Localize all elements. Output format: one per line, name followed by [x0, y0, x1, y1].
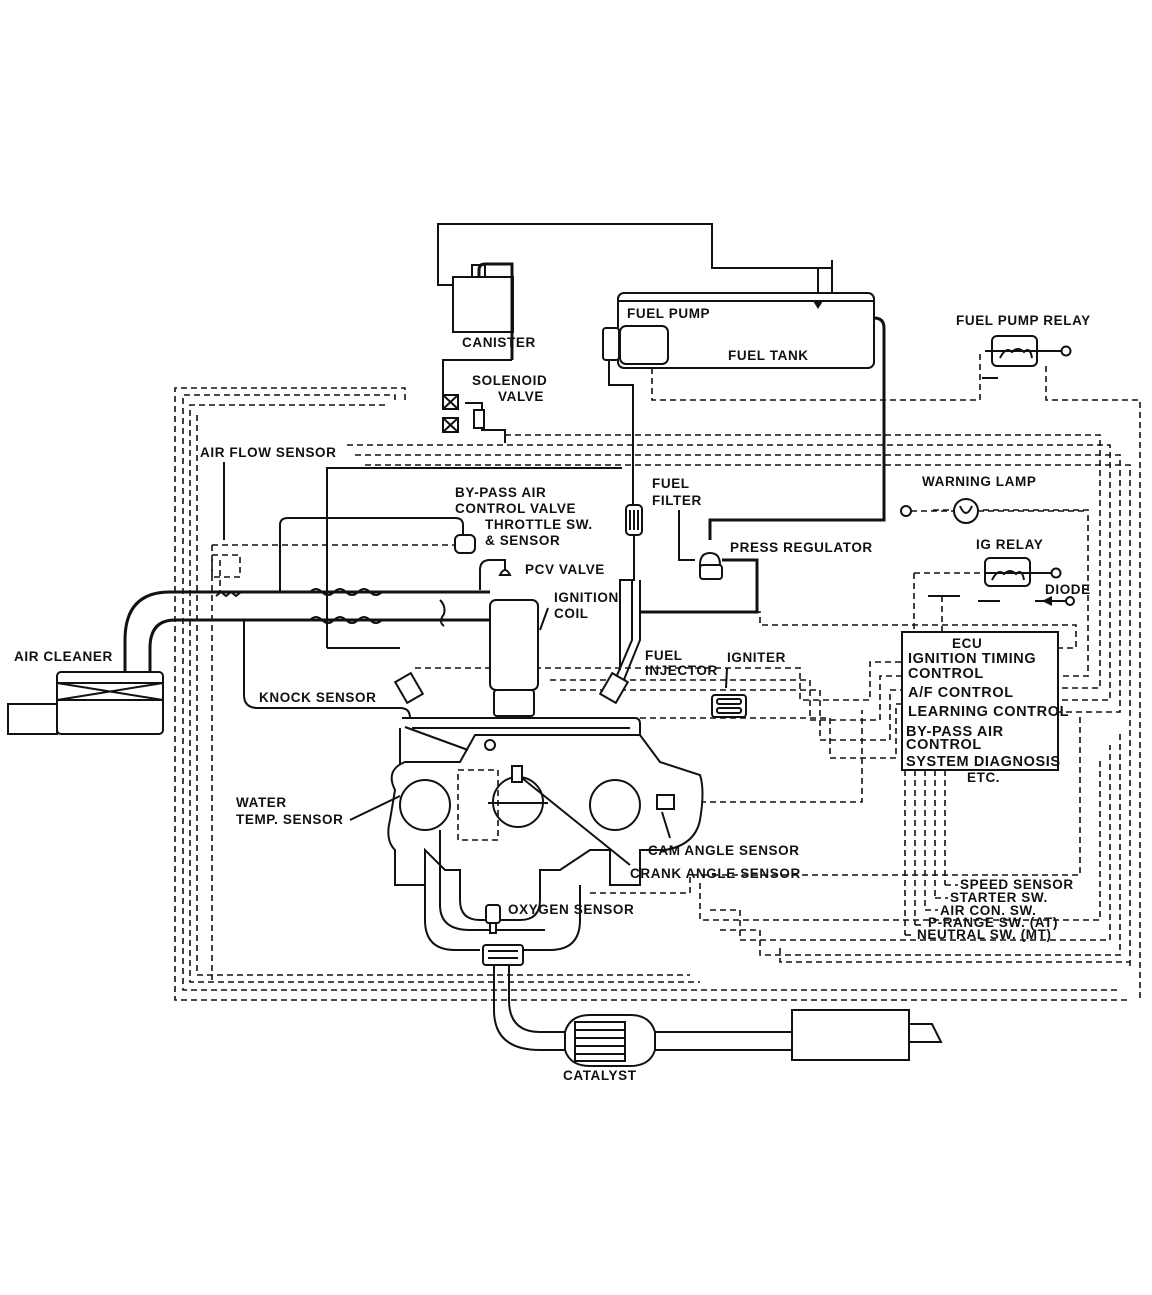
ecu-function-etc: ETC.: [967, 770, 1000, 785]
wiring-harness: [174, 387, 1131, 1001]
ignition-coil-label-1: IGNITION: [554, 590, 619, 605]
warning-lamp: WARNING LAMP: [900, 474, 1087, 524]
ecu-function: LEARNING CONTROL: [908, 704, 1069, 720]
air-cleaner-label: AIR CLEANER: [14, 649, 113, 664]
solenoid-valve-label-1: SOLENOID: [472, 373, 547, 388]
ecu-function: SYSTEM DIAGNOSIS: [906, 754, 1061, 770]
air-flow-sensor-label: AIR FLOW SENSOR: [200, 445, 337, 460]
ecu-input: STARTER SW.: [950, 890, 1048, 905]
engine-block: KNOCK SENSOR WATER TEMP. SENSOR CAM ANGL…: [236, 690, 801, 921]
ecu-inputs: SPEED SENSOR STARTER SW. AIR CON. SW. P-…: [905, 877, 1074, 942]
ecu-input: P-RANGE SW. (AT): [928, 915, 1058, 930]
fuel-injector-label-2: INJECTOR: [645, 663, 718, 678]
ecu-box: ECU IGNITION TIMING CONTROL A/F CONTROL …: [901, 631, 1069, 785]
ecu-title: ECU: [952, 636, 982, 651]
evap-line: [437, 223, 833, 293]
fuel-filter-label-1: FUEL: [652, 476, 690, 491]
ecu-input: NEUTRAL SW. (MT): [917, 927, 1052, 942]
pcv-valve-label: PCV VALVE: [525, 562, 605, 577]
air-flow-sensor: AIR FLOW SENSOR: [200, 445, 337, 598]
press-regulator: PRESS REGULATOR: [699, 540, 873, 580]
fuel-tank: FUEL PUMP FUEL TANK: [602, 292, 886, 540]
throttle-label-2: & SENSOR: [485, 533, 560, 548]
air-cleaner: AIR CLEANER: [7, 649, 164, 735]
water-temp-label-1: WATER: [236, 795, 287, 810]
canister: CANISTER: [452, 262, 536, 360]
ecu-function: CONTROL: [906, 737, 982, 753]
cam-angle-label: CAM ANGLE SENSOR: [648, 843, 800, 858]
ecu-input: SPEED SENSOR: [960, 877, 1074, 892]
ecu-function: BY-PASS AIR: [906, 724, 1004, 740]
igniter: IGNITER: [711, 650, 786, 718]
bypass-air-label-2: CONTROL VALVE: [455, 501, 576, 516]
warning-lamp-label: WARNING LAMP: [922, 474, 1036, 489]
ignition-coil-label-2: COIL: [554, 606, 589, 621]
press-regulator-label: PRESS REGULATOR: [730, 540, 873, 555]
water-temp-label-2: TEMP. SENSOR: [236, 812, 343, 827]
knock-sensor-label: KNOCK SENSOR: [259, 690, 376, 705]
ig-relay-label: IG RELAY: [976, 537, 1043, 552]
crank-angle-label: CRANK ANGLE SENSOR: [630, 866, 801, 881]
igniter-label: IGNITER: [727, 650, 786, 665]
intake-manifold: BY-PASS AIR CONTROL VALVE THROTTLE SW. &…: [326, 467, 622, 717]
canister-label: CANISTER: [462, 335, 536, 350]
oxygen-sensor-label: OXYGEN SENSOR: [508, 902, 634, 917]
throttle-label-1: THROTTLE SW.: [485, 517, 593, 532]
solenoid-valve: SOLENOID VALVE: [442, 359, 547, 443]
fuel-pump-label: FUEL PUMP: [627, 306, 710, 321]
fuel-pump-relay-label: FUEL PUMP RELAY: [956, 313, 1091, 328]
bypass-air-label-1: BY-PASS AIR: [455, 485, 546, 500]
ecu-input: AIR CON. SW.: [940, 903, 1036, 918]
ecu-function: CONTROL: [908, 666, 984, 682]
fuel-injector-label-1: FUEL: [645, 648, 683, 663]
ig-relay: IG RELAY DIODE: [913, 537, 1091, 632]
fuel-pump-relay: FUEL PUMP RELAY: [651, 313, 1141, 1000]
catalyst-label: CATALYST: [563, 1068, 637, 1083]
diode-label: DIODE: [1045, 582, 1091, 597]
ecu-function: A/F CONTROL: [908, 685, 1014, 701]
fuel-filter: FUEL FILTER: [619, 476, 759, 670]
fuel-injector: FUEL INJECTOR: [393, 580, 718, 705]
fuel-tank-label: FUEL TANK: [728, 348, 809, 363]
ecu-function: IGNITION TIMING: [908, 651, 1036, 667]
air-intake: [123, 517, 490, 719]
fuel-filter-label-2: FILTER: [652, 493, 702, 508]
solenoid-valve-label-2: VALVE: [498, 389, 544, 404]
exhaust: OXYGEN SENSOR CATALYST: [424, 830, 943, 1083]
